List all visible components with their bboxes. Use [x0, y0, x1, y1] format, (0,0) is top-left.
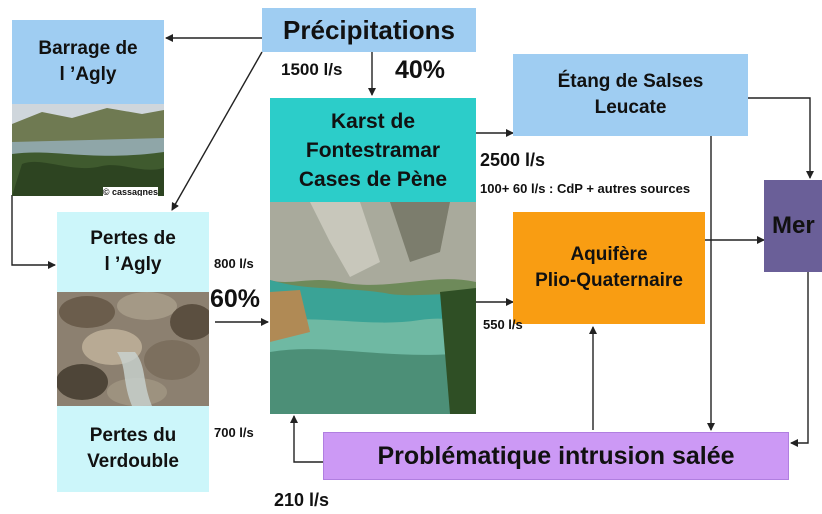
pertes-agly-box: Pertes de l ’Agly: [57, 212, 209, 292]
percent-40-label: 40%: [395, 56, 446, 84]
karst-label-2: Fontestramar: [305, 138, 441, 162]
pertes-agly-label-2: l ’Agly: [104, 254, 162, 275]
barrage-label-1: Barrage de: [38, 38, 138, 59]
barrage-label-2: l ’Agly: [59, 64, 117, 85]
photo-credit: © cassagnes: [102, 187, 158, 196]
karst-photo: [270, 202, 476, 414]
percent-60-label: 60%: [210, 285, 261, 313]
arrow-barrage-pertes: [11, 195, 56, 269]
karst-box: Karst de Fontestramar Cases de Pène: [270, 98, 476, 202]
pertes-verdouble-box: Pertes du Verdouble: [57, 406, 209, 492]
aquifere-label-2: Plio-Quaternaire: [535, 270, 683, 291]
intrusion-box: Problématique intrusion salée: [323, 432, 789, 480]
pertes-photo: [57, 292, 209, 406]
flow-2500-label: 2500 l/s: [480, 150, 546, 170]
barrage-photo: © cassagnes: [12, 104, 164, 196]
flow-210-label: 210 l/s: [274, 490, 330, 510]
pertes-verdouble-label-2: Verdouble: [87, 451, 179, 472]
flow-1500-label: 1500 l/s: [281, 60, 343, 79]
arrow-etang-mer: [748, 97, 814, 179]
flow-550-label: 550 l/s: [483, 317, 523, 332]
arrow-intrusion-karst: [290, 415, 323, 463]
pertes-verdouble-label-1: Pertes du: [89, 425, 177, 446]
barrage-box: Barrage de l ’Agly: [12, 20, 164, 104]
precipitations-label: Précipitations: [283, 14, 455, 45]
precipitations-box: Précipitations: [262, 8, 476, 52]
karst-label-1: Karst de: [330, 109, 416, 133]
etang-label-1: Étang de Salses: [557, 71, 704, 92]
etang-box: Étang de Salses Leucate: [513, 54, 748, 136]
mer-label: Mer: [772, 212, 815, 239]
etang-label-2: Leucate: [594, 97, 667, 118]
flow-800-label: 800 l/s: [214, 256, 254, 271]
intrusion-label: Problématique intrusion salée: [377, 441, 735, 470]
aquifere-label-1: Aquifère: [570, 244, 648, 265]
sources-label: 100+ 60 l/s : CdP + autres sources: [480, 181, 691, 196]
arrow-precip-pertes: [171, 51, 263, 211]
pertes-agly-label-1: Pertes de: [90, 228, 176, 249]
mer-box: Mer: [764, 180, 822, 272]
karst-label-3: Cases de Pène: [298, 167, 448, 191]
aquifere-box: Aquifère Plio-Quaternaire: [513, 212, 705, 324]
flow-700-label: 700 l/s: [214, 425, 254, 440]
arrow-mer-intrusion: [790, 272, 809, 447]
